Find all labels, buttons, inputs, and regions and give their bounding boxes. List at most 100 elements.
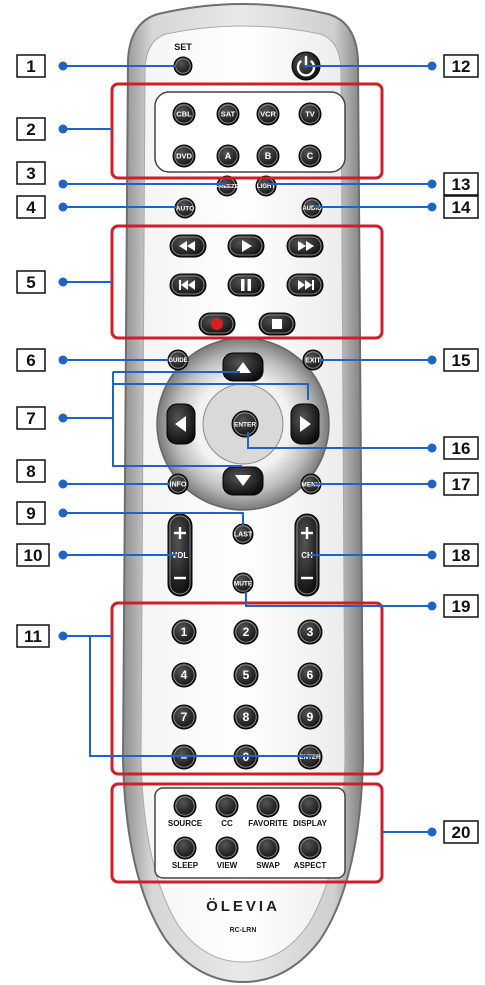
svg-text:10: 10	[24, 546, 43, 565]
brand-logo: ÖLEVIA	[206, 898, 280, 915]
svg-text:5: 5	[26, 273, 35, 292]
callout-lines	[63, 65, 432, 833]
favorite-button[interactable]	[256, 794, 280, 818]
guide-button[interactable]: GUIDE	[167, 349, 189, 371]
source-button[interactable]	[173, 794, 197, 818]
fast-forward-icon	[298, 241, 314, 251]
next-button[interactable]	[286, 273, 324, 297]
pause-button[interactable]	[227, 273, 265, 297]
source-button-a[interactable]: A	[216, 144, 240, 168]
source-label: SOURCE	[168, 819, 203, 828]
source-button-tv[interactable]: TV	[298, 102, 322, 126]
stop-button[interactable]	[258, 312, 296, 336]
light-button-label: LIGHT	[257, 183, 276, 190]
fast-forward-button[interactable]	[286, 234, 324, 258]
freeze-button-label: FREEZE	[216, 184, 239, 190]
last-button[interactable]: LAST	[232, 523, 254, 545]
source-button-vcr[interactable]: VCR	[256, 102, 280, 126]
digit-8-button-label: 8	[243, 710, 250, 724]
next-icon	[298, 280, 314, 290]
light-button[interactable]: LIGHT	[255, 175, 277, 197]
previous-button[interactable]	[169, 273, 207, 297]
enter-button[interactable]: ENTER	[231, 410, 259, 438]
enter-button-label: ENTER	[234, 421, 256, 428]
rewind-button[interactable]	[169, 234, 207, 258]
svg-text:3: 3	[26, 164, 35, 183]
digit-9-button[interactable]: 9	[297, 704, 323, 730]
svg-text:6: 6	[26, 351, 35, 370]
svg-text:18: 18	[452, 546, 471, 565]
pause-icon	[241, 279, 251, 291]
svg-text:17: 17	[452, 475, 471, 494]
mute-button[interactable]: MUTE	[232, 572, 254, 594]
svg-text:15: 15	[452, 351, 471, 370]
svg-text:19: 19	[452, 597, 471, 616]
callout-17: 17	[443, 472, 479, 496]
auto-button-label: AUTO	[176, 205, 194, 212]
aspect-button[interactable]	[298, 836, 322, 860]
source-button-b[interactable]: B	[256, 144, 280, 168]
last-button-label: LAST	[234, 531, 253, 538]
view-button[interactable]	[215, 836, 239, 860]
callout-15: 15	[443, 348, 479, 372]
source-button-sat[interactable]: SAT	[216, 102, 240, 126]
swap-button[interactable]	[256, 836, 280, 860]
digit-3-button[interactable]: 3	[297, 619, 323, 645]
arrow-right-icon	[300, 416, 311, 432]
digit-7-button[interactable]: 7	[171, 704, 197, 730]
callout-13: 13	[443, 172, 479, 196]
digit-1-button[interactable]: 1	[171, 619, 197, 645]
channel-rocker-label: CH	[301, 551, 313, 560]
nav-down-button[interactable]	[222, 466, 264, 496]
source-button-c[interactable]: C	[298, 144, 322, 168]
source-button-cbl[interactable]: CBL	[172, 102, 196, 126]
display-button[interactable]	[298, 794, 322, 818]
svg-text:7: 7	[26, 409, 35, 428]
digit-5-button[interactable]: 5	[233, 662, 259, 688]
digit-0-button-label: 0	[243, 750, 250, 764]
callout-5: 5	[16, 270, 46, 294]
callout-16: 16	[443, 436, 479, 460]
digit-4-button[interactable]: 4	[171, 662, 197, 688]
audio-button[interactable]: AUDIO	[301, 197, 323, 219]
callout-6: 6	[16, 348, 46, 372]
digit-9-button-label: 9	[307, 710, 314, 724]
digit-2-button[interactable]: 2	[233, 619, 259, 645]
play-icon	[242, 240, 252, 252]
cc-label: CC	[221, 819, 233, 828]
freeze-button[interactable]: FREEZE	[216, 175, 239, 197]
callout-14: 14	[443, 195, 479, 219]
nav-right-button[interactable]	[290, 403, 320, 445]
digit-4-button-label: 4	[181, 668, 188, 682]
source-button-b-label: B	[265, 151, 272, 161]
display-label: DISPLAY	[293, 819, 328, 828]
auto-button[interactable]: AUTO	[174, 197, 196, 219]
play-button[interactable]	[227, 234, 265, 258]
callout-20: 20	[443, 820, 479, 844]
source-plate	[154, 91, 346, 173]
digit-8-button[interactable]: 8	[233, 704, 259, 730]
callout-dots	[58, 61, 437, 837]
model-label: RC-LRN	[230, 927, 257, 934]
source-button-tv-label: TV	[305, 110, 315, 119]
bottom-plate	[154, 787, 346, 879]
menu-button[interactable]: MENU	[300, 473, 322, 495]
svg-text:16: 16	[452, 439, 471, 458]
digit-7-button-label: 7	[181, 710, 188, 724]
source-button-dvd[interactable]: DVD	[172, 144, 196, 168]
digit-2-button-label: 2	[243, 625, 250, 639]
record-button[interactable]	[198, 312, 236, 336]
cc-button[interactable]	[215, 794, 239, 818]
svg-text:12: 12	[452, 57, 471, 76]
dash-button-label: –	[181, 750, 188, 764]
nav-left-button[interactable]	[166, 403, 196, 445]
svg-text:14: 14	[452, 198, 471, 217]
set-button[interactable]	[173, 56, 193, 76]
digit-6-button[interactable]: 6	[297, 662, 323, 688]
info-button[interactable]: INFO	[167, 473, 189, 495]
group-outline-source	[110, 82, 384, 180]
svg-text:2: 2	[26, 120, 35, 139]
nav-up-button[interactable]	[222, 352, 264, 382]
sleep-button[interactable]	[173, 836, 197, 860]
